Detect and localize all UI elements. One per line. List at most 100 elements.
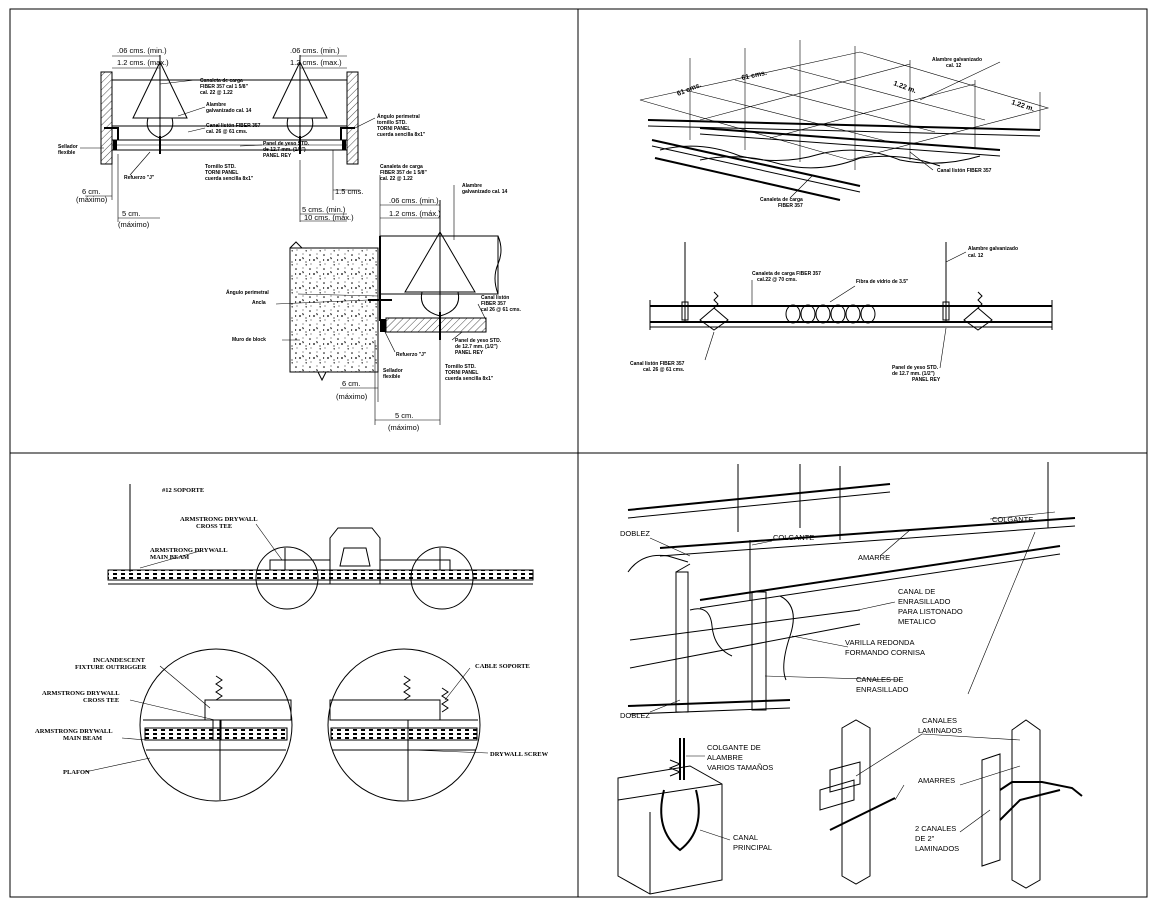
label-tornillo-1: Tornillo STD. [205, 164, 236, 170]
label-refuerzo: Refuerzo "J" [124, 175, 155, 181]
detail-dim-06: .06 cms. (min.) [389, 196, 439, 205]
grid-canaleta-2: FIBER 357 [778, 203, 803, 209]
br-colg-alambre-2: ALAMBRE [707, 753, 743, 762]
grid-alambre-2: cal. 12 [946, 63, 962, 69]
panel-top-left-block-wall-detail: Canaleta de carga FIBER 357 de 1 5/8" ca… [226, 164, 522, 432]
detail-tornillo-2: TORNI PANEL [445, 370, 478, 376]
grid-dim-122-a: 1.22 m. [892, 80, 917, 95]
br-colg-alambre-1: COLGANTE DE [707, 743, 761, 752]
br-varilla-2: FORMANDO CORNISA [845, 648, 925, 657]
label-tornillo-3: cuerda sencilla 8x1" [205, 176, 254, 182]
section-canal-2: cal. 26 @ 61 cms. [643, 367, 685, 373]
label-canaleta-carga-2: FIBER 357 cal 1 5/8" [200, 84, 249, 90]
br-dos-canales-3: LAMINADOS [915, 844, 959, 853]
bl-d-cross-1: ARMSTRONG DRYWALL [42, 690, 120, 697]
dim-maximo-2: (máximo) [118, 220, 150, 229]
br-canales-enr-2: ENRASILLADO [856, 685, 909, 694]
detail-alambre-1: Alambre [462, 183, 482, 189]
sheet-frame [9, 8, 1148, 898]
bl-soporte: #12 SOPORTE [162, 487, 204, 494]
bl-screw: DRYWALL SCREW [490, 751, 549, 758]
br-colg-alambre-3: VARIOS TAMAÑOS [707, 763, 773, 772]
br-canal-enr-3: PARA LISTONADO [898, 607, 963, 616]
detail-tornillo-3: cuerda sencilla 8x1" [445, 376, 494, 382]
detail-canal-3: cal 26 @ 61 cms. [481, 307, 522, 313]
label-sellador-2: flexible [58, 150, 75, 156]
label-angulo-4: cuerda sencilla 8x1" [377, 132, 426, 138]
br-colgante-1: COLGANTE [773, 533, 814, 542]
label-angulo-1: Ángulo perimetral [377, 113, 420, 120]
section-canal-1: Canal listón FIBER 357 [630, 361, 685, 367]
detail-dim-12: 1.2 cms. (máx.) [389, 209, 441, 218]
dim-10cm-max: 10 cms. (máx.) [304, 213, 354, 222]
section-alambre-1: Alambre galvanizado [968, 246, 1018, 252]
dim-12-max-right: 1.2 cms. (max.) [290, 58, 342, 67]
label-angulo-2: tornillo STD. [377, 120, 407, 126]
detail-canal-1: Canal listón [481, 295, 509, 301]
section-fibra: Fibra de vidrio de 3.5" [856, 279, 909, 285]
br-canales-lam-2: LAMINADOS [918, 726, 962, 735]
detail-dim-max-1: (máximo) [336, 392, 368, 401]
detail-dim-5: 5 cm. [395, 411, 413, 420]
detail-sellador-2: flexible [383, 374, 400, 380]
detail-tornillo-1: Tornillo STD. [445, 364, 476, 370]
panel-bottom-right-metal-lath: DOBLEZ COLGANTE COLGANTE AMARRE CANAL DE… [617, 462, 1083, 895]
br-canal-principal-1: CANAL [733, 833, 758, 842]
panel-bottom-left-suspended: #12 SOPORTE ARMSTRONG DRYWALL CROSS TEE … [35, 484, 549, 802]
label-panel-yeso-1: Panel de yeso STD. [263, 141, 310, 147]
br-doblez-bottom: DOBLEZ [620, 711, 650, 720]
bl-d-main-2: MAIN BEAM [63, 735, 102, 742]
label-panel-yeso-3: PANEL REY [263, 153, 292, 159]
bl-incand-1: INCANDESCENT [93, 657, 146, 664]
br-canal-enr-2: ENRASILLADO [898, 597, 951, 606]
br-canal-enr-4: METALICO [898, 617, 936, 626]
section-canaleta-2: cal.22 @ 70 cms. [757, 277, 798, 283]
label-canaleta-carga-1: Canaleta de carga [200, 78, 243, 84]
grid-alambre-1: Alambre galvanizado [932, 57, 982, 63]
section-panel-2: de 12.7 mm. (1/2") [892, 371, 935, 377]
detail-dim-6: 6 cm. [342, 379, 360, 388]
label-alambre-1: Alambre [206, 102, 226, 108]
label-canal-liston-1: Canal listón FIBER 357 [206, 123, 261, 129]
section-panel-1: Panel de yeso STD. [892, 365, 939, 371]
br-colgante-2: COLGANTE [992, 515, 1033, 524]
detail-angulo: Ángulo perimetral [226, 289, 269, 296]
bl-cross-2: CROSS TEE [196, 523, 232, 530]
detail-alambre-2: galvanizado cal. 14 [462, 189, 508, 195]
br-canal-principal-2: PRINCIPAL [733, 843, 772, 852]
detail-canaleta-1: Canaleta de carga [380, 164, 423, 170]
detail-muro: Muro de block [232, 337, 266, 343]
dim-06-min-left: .06 cms. (min.) [117, 46, 167, 55]
dim-15cm: 1.5 cms. [335, 187, 363, 196]
label-panel-yeso-2: de 12.7 mm. (1/2") [263, 147, 306, 153]
section-alambre-2: cal. 12 [968, 253, 984, 259]
br-dos-canales-2: DE 2" [915, 834, 935, 843]
br-doblez-top: DOBLEZ [620, 529, 650, 538]
section-canaleta-1: Canaleta de carga FIBER 357 [752, 271, 821, 277]
grid-canal-liston: Canal listón FIBER 357 [937, 168, 992, 174]
detail-refuerzo: Refuerzo "J" [396, 352, 427, 358]
dim-06-min-right: .06 cms. (min.) [290, 46, 340, 55]
detail-panel-1: Panel de yeso STD. [455, 338, 502, 344]
label-sellador-1: Sellador [58, 144, 78, 150]
label-angulo-3: TORNI PANEL [377, 126, 410, 132]
bl-incand-2: FIXTURE OUTRIGGER [75, 664, 147, 671]
panel-top-right-isometric-grid: 61 cms. 61 cms. 1.22 m. 1.22 m. Alambre … [639, 40, 1050, 209]
br-amarre: AMARRE [858, 553, 890, 562]
detail-panel-3: PANEL REY [455, 350, 484, 356]
br-amarres: AMARRES [918, 776, 955, 785]
br-canales-lam-1: CANALES [922, 716, 957, 725]
detail-sellador-1: Sellador [383, 368, 403, 374]
br-canal-enr-1: CANAL DE [898, 587, 935, 596]
label-alambre-2: galvanizado cal. 14 [206, 108, 252, 114]
bl-plafon: PLAFON [63, 769, 90, 776]
dim-maximo-1: (máximo) [76, 195, 108, 204]
bl-main-2: MAIN BEAM [150, 554, 189, 561]
bl-main-1: ARMSTRONG DRYWALL [150, 547, 228, 554]
detail-canaleta-2: FIBER 357 de 1 5/8" [380, 170, 427, 176]
detail-ancla: Ancla [252, 300, 266, 306]
detail-canaleta-3: cal. 22 @ 1.22 [380, 176, 413, 182]
bl-d-main-1: ARMSTRONG DRYWALL [35, 728, 113, 735]
